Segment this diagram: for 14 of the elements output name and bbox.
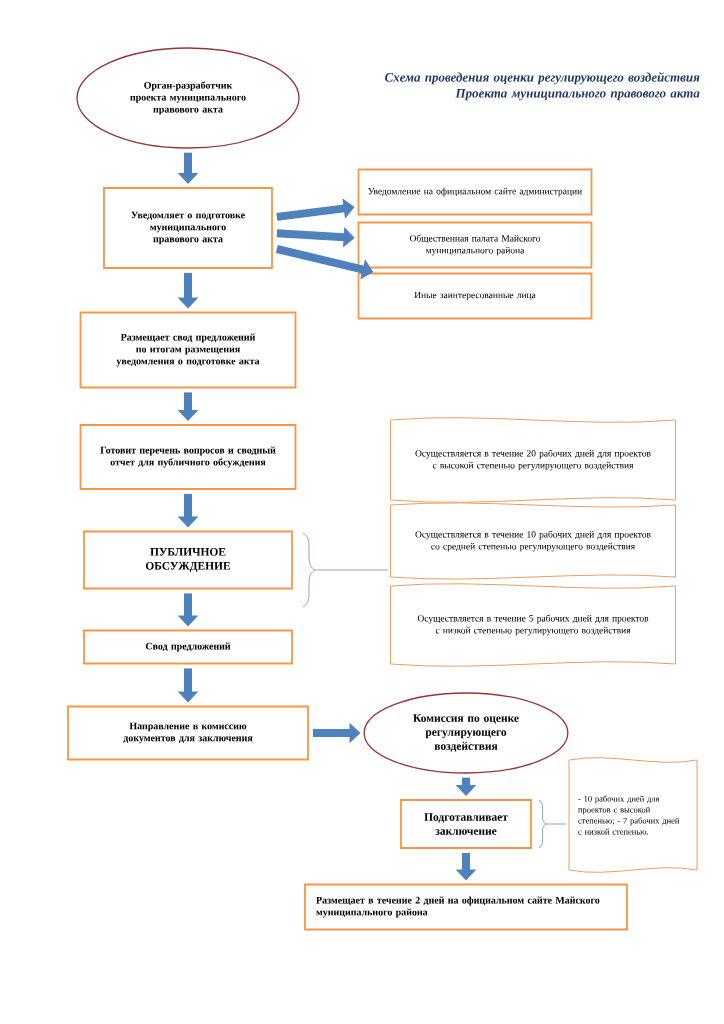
process-box: Иные заинтересованные лица: [357, 272, 593, 320]
process-box: Размещает свод предложений по итогам размещения уведомления о подготовке акта: [79, 311, 297, 389]
process-box: Уведомляет о подготовке муниципального правового акта: [103, 187, 273, 269]
process-box: Уведомление на официальном сайте администрации: [357, 168, 593, 216]
process-box: Готовит перечень вопросов и сводный отчет для публичного обсуждения: [79, 424, 297, 490]
ellipse-node: Орган-разработчик проекта муниципального правового акта: [76, 47, 300, 149]
process-box: Свод предложений: [83, 629, 293, 665]
ellipse-node: Комиссия по оценке регулирующего воздействия: [363, 692, 569, 774]
process-box: Направление в комиссию документов для заключения: [67, 705, 309, 761]
process-box: ПУБЛИЧНОЕ ОБСУЖДЕНИЕ: [83, 530, 293, 590]
process-box: Подготавливает заключение: [400, 799, 532, 849]
process-box: Общественная палата Майского муниципального района: [357, 221, 593, 269]
title: Схема проведения оценки регулирующего воздействия Проекта муниципального правового акта: [385, 72, 700, 101]
process-box: Размещает в течение 2 дней на официальном сайте Майского муниципального района: [304, 883, 628, 931]
